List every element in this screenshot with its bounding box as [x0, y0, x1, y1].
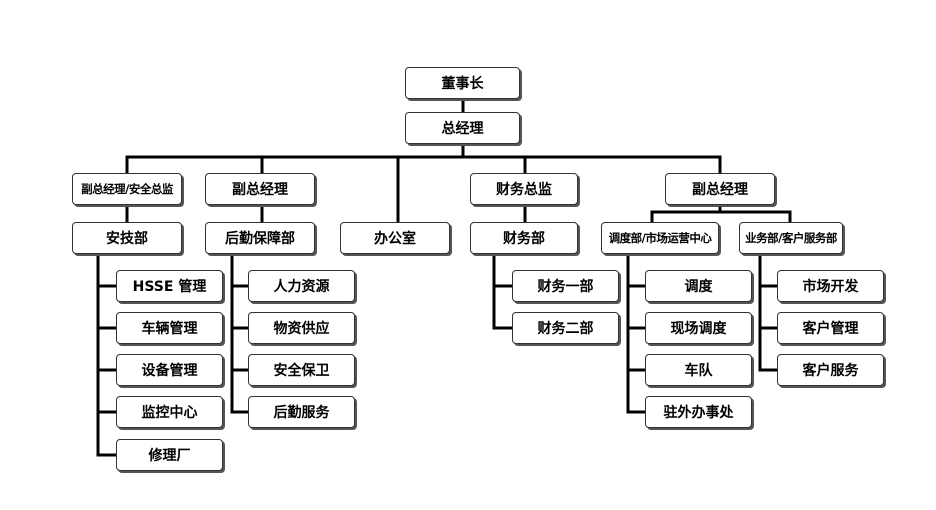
node-general-manager: 总经理: [405, 112, 520, 144]
node-dispatch: 调度: [645, 270, 752, 302]
node-fleet: 车队: [645, 354, 752, 386]
node-vp-logistics: 副总经理: [205, 173, 315, 205]
node-customer-service: 客户服务: [777, 354, 884, 386]
node-logistics-service: 后勤服务: [248, 396, 355, 428]
node-business-dept: 业务部/客户服务部: [739, 222, 843, 254]
node-finance-director: 财务总监: [470, 173, 578, 205]
node-office: 办公室: [340, 222, 450, 254]
node-market-development: 市场开发: [777, 270, 884, 302]
node-finance-dept-2: 财务二部: [512, 312, 619, 344]
node-material-supply: 物资供应: [248, 312, 355, 344]
node-human-resources: 人力资源: [248, 270, 355, 302]
node-finance-dept: 财务部: [470, 222, 578, 254]
node-logistics-dept: 后勤保障部: [205, 222, 315, 254]
node-finance-dept-1: 财务一部: [512, 270, 619, 302]
node-repair-shop: 修理厂: [116, 439, 223, 471]
node-monitoring-center: 监控中心: [116, 396, 223, 428]
node-vp-operations: 副总经理: [665, 173, 775, 205]
node-customer-management: 客户管理: [777, 312, 884, 344]
node-vehicle-management: 车辆管理: [116, 312, 223, 344]
node-chairman: 董事长: [405, 67, 520, 99]
node-external-office: 驻外办事处: [645, 396, 752, 428]
node-security-guard: 安全保卫: [248, 354, 355, 386]
node-vp-safety-director: 副总经理/安全总监: [72, 173, 182, 205]
node-safety-tech-dept: 安技部: [72, 222, 182, 254]
node-dispatch-dept: 调度部/市场运营中心: [601, 222, 719, 254]
node-hsse-management: HSSE 管理: [116, 270, 223, 302]
node-field-dispatch: 现场调度: [645, 312, 752, 344]
node-equipment-management: 设备管理: [116, 354, 223, 386]
